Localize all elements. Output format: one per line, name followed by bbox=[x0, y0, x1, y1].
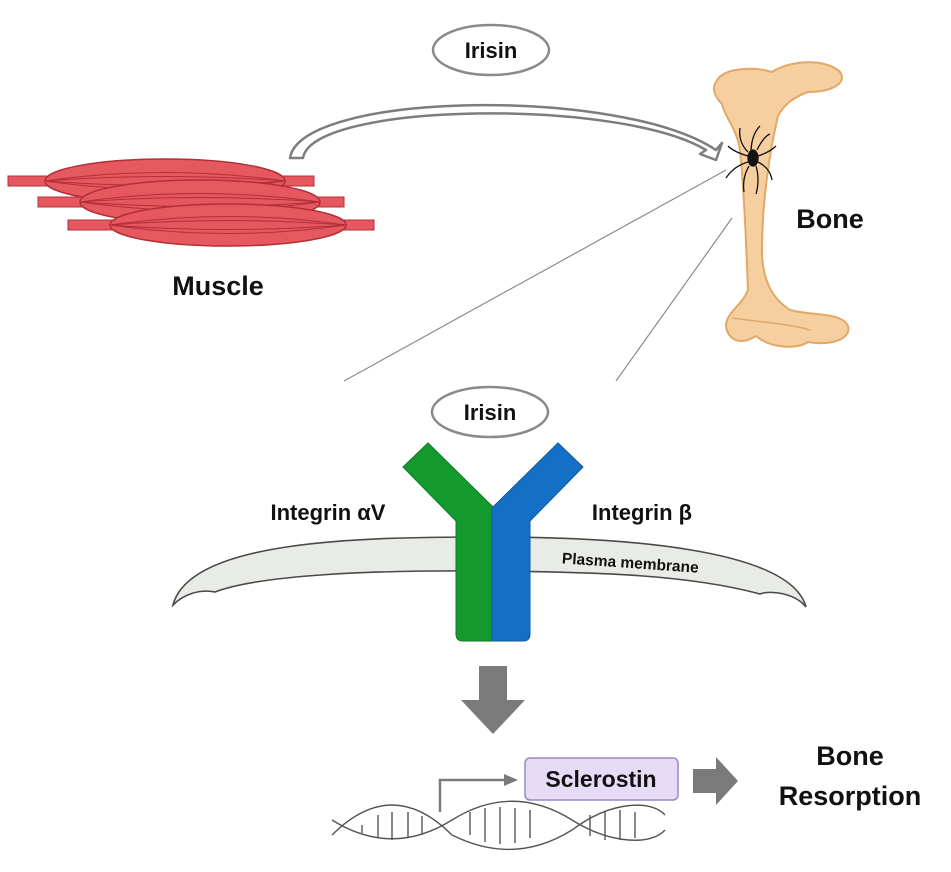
sclerostin-label: Sclerostin bbox=[545, 766, 656, 792]
integrin-b-label: Integrin β bbox=[592, 500, 692, 525]
integrin-b-subunit bbox=[491, 442, 584, 642]
osteocyte-icon bbox=[725, 125, 777, 195]
zoom-line-left bbox=[343, 169, 727, 382]
down-arrow bbox=[461, 666, 525, 734]
bone-resorption-label-line1: Bone bbox=[816, 741, 884, 771]
irisin-top-label: Irisin bbox=[465, 38, 518, 63]
irisin-secretion-arrow bbox=[288, 103, 724, 162]
bone-label: Bone bbox=[796, 204, 864, 234]
bone-illustration bbox=[713, 61, 850, 348]
dna-helix bbox=[331, 800, 666, 851]
sclerostin-box: Sclerostin bbox=[524, 757, 679, 801]
zoom-line-right bbox=[615, 217, 733, 382]
irisin-top-bubble: Irisin bbox=[431, 23, 551, 77]
muscle-illustration bbox=[7, 158, 375, 247]
plasma-membrane bbox=[171, 536, 807, 608]
integrin-av-label: Integrin αV bbox=[271, 500, 386, 525]
muscle-label: Muscle bbox=[172, 271, 264, 301]
irisin-receptor-label: Irisin bbox=[464, 400, 517, 425]
integrin-receptor bbox=[402, 442, 584, 642]
muscle-fiber bbox=[109, 203, 347, 247]
bone-resorption-label-line2: Resorption bbox=[779, 781, 922, 811]
irisin-receptor-bubble: Irisin bbox=[430, 385, 550, 439]
promoter-arrow bbox=[438, 774, 518, 812]
right-arrow bbox=[693, 757, 738, 805]
